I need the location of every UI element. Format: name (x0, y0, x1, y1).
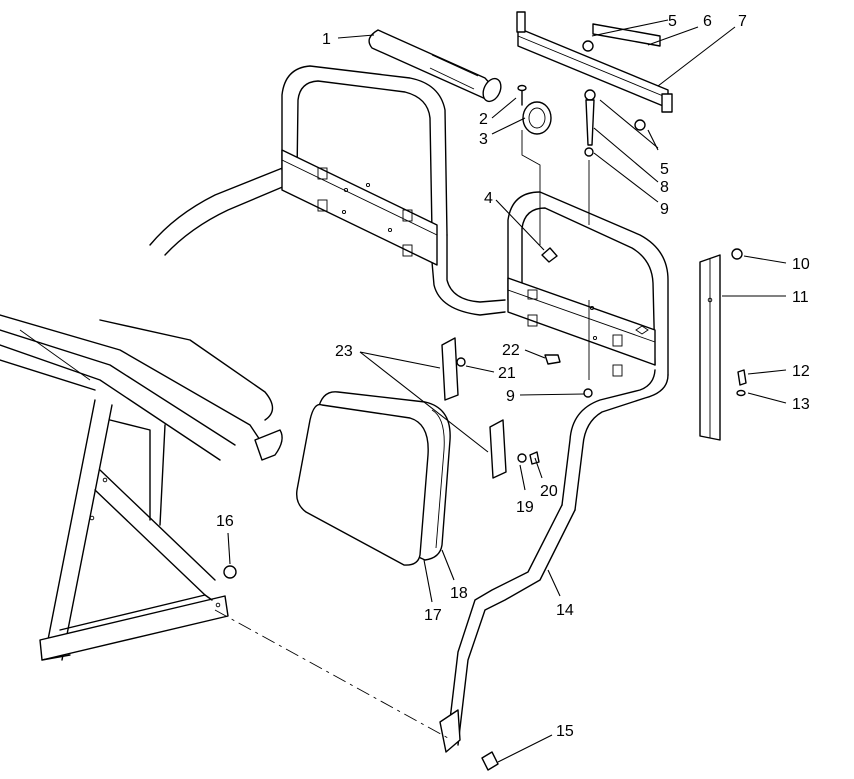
mounting-hardware (541, 247, 593, 398)
callout-18: 18 (450, 585, 468, 602)
rear-roll-bar-frame (149, 65, 506, 316)
callout-10: 10 (792, 256, 810, 273)
leader-lines (227, 19, 787, 763)
callout-3: 3 (479, 131, 488, 148)
callout-14: 14 (556, 602, 574, 619)
left-frame (0, 314, 283, 661)
callout-4: 4 (484, 190, 493, 207)
callout-6: 6 (703, 13, 712, 30)
callout-11: 11 (792, 289, 809, 306)
roll-bar-assembly (439, 191, 669, 753)
seat-back-cushion (296, 391, 451, 566)
callout-13: 13 (792, 396, 810, 413)
seat-brackets (441, 337, 540, 479)
callout-2: 2 (479, 111, 488, 128)
callout-17: 17 (424, 607, 442, 624)
callout-8: 8 (660, 179, 669, 196)
callout-16: 16 (216, 513, 234, 530)
callout-labels: 1 2 3 4 5 5 6 7 8 9 9 10 11 12 13 14 15 … (216, 13, 810, 740)
callout-5-top: 5 (668, 13, 677, 30)
top-bracket-assembly (516, 11, 673, 380)
callout-21: 21 (498, 365, 516, 382)
callout-20: 20 (540, 483, 558, 500)
callout-19: 19 (516, 499, 534, 516)
callout-9-lower: 9 (506, 388, 515, 405)
callout-5-lower: 5 (660, 161, 669, 178)
clamp-and-screw (517, 84, 552, 245)
callout-9-upper: 9 (660, 201, 669, 218)
callout-23: 23 (335, 343, 353, 360)
callout-7: 7 (738, 13, 747, 30)
side-panel (699, 248, 747, 441)
callout-12: 12 (792, 363, 810, 380)
callout-22: 22 (502, 342, 520, 359)
centerline (214, 609, 449, 739)
bolt-15 (481, 751, 499, 771)
grip-tube (368, 29, 502, 103)
callout-1: 1 (322, 31, 331, 48)
callout-15: 15 (556, 723, 574, 740)
